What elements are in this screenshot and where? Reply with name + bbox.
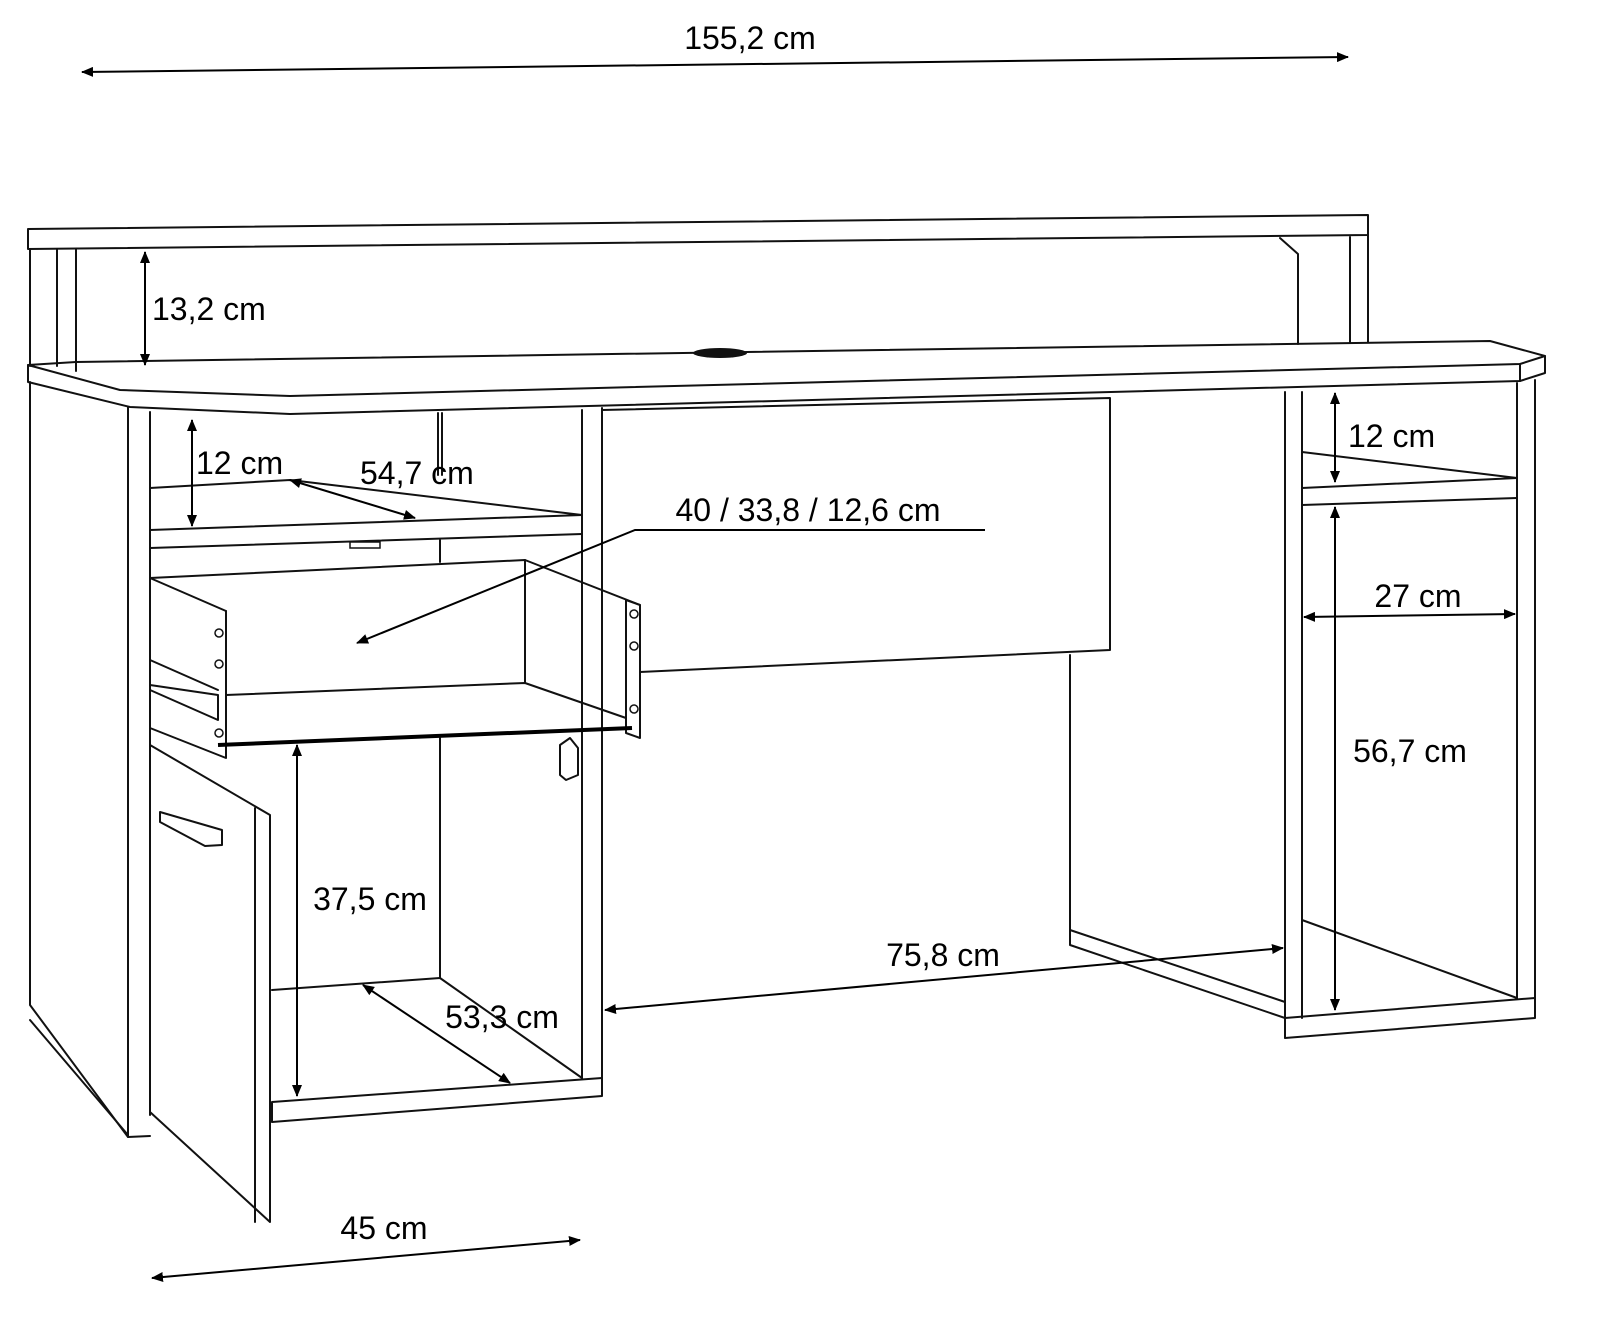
desk-drawing bbox=[27, 214, 1546, 1223]
dim-cabinet-width-arrow bbox=[151, 1235, 581, 1283]
label-right-width: 27 cm bbox=[1374, 578, 1461, 614]
hutch-left-leg bbox=[29, 248, 77, 372]
label-drawer: 40 / 33,8 / 12,6 cm bbox=[675, 492, 940, 528]
label-cabinet-depth: 53,3 cm bbox=[445, 999, 559, 1035]
label-left-shelf-depth: 54,7 cm bbox=[360, 455, 474, 491]
label-cabinet-height: 37,5 cm bbox=[313, 881, 427, 917]
desktop-surface bbox=[27, 340, 1546, 397]
hutch-right-leg bbox=[1279, 234, 1369, 345]
dimension-lines bbox=[81, 52, 1516, 1283]
drawer bbox=[149, 559, 641, 759]
label-hutch-height: 13,2 cm bbox=[152, 291, 266, 327]
label-total-width: 155,2 cm bbox=[684, 20, 816, 56]
label-cabinet-width: 45 cm bbox=[340, 1210, 427, 1246]
desktop-front-edge bbox=[27, 355, 1546, 415]
open-door bbox=[149, 744, 271, 1223]
modesty-panel bbox=[601, 397, 1111, 931]
dim-cabinet-depth-arrow bbox=[362, 984, 511, 1084]
right-pedestal bbox=[1069, 379, 1536, 1039]
cable-grommet bbox=[693, 348, 747, 358]
dim-left-shelf-depth-arrow bbox=[289, 478, 416, 520]
dim-total-width-arrow bbox=[81, 52, 1349, 77]
label-right-shelf-height: 12 cm bbox=[1348, 418, 1435, 454]
label-right-height: 56,7 cm bbox=[1353, 733, 1467, 769]
dim-drawer-leader bbox=[356, 529, 985, 644]
label-left-shelf-height: 12 cm bbox=[196, 445, 283, 481]
dim-knee-space-arrow bbox=[604, 944, 1284, 1014]
hutch-top bbox=[27, 214, 1369, 250]
label-knee-space: 75,8 cm bbox=[886, 937, 1000, 973]
dimension-labels: 155,2 cm 13,2 cm 12 cm 54,7 cm 40 / 33,8… bbox=[152, 20, 1467, 1246]
